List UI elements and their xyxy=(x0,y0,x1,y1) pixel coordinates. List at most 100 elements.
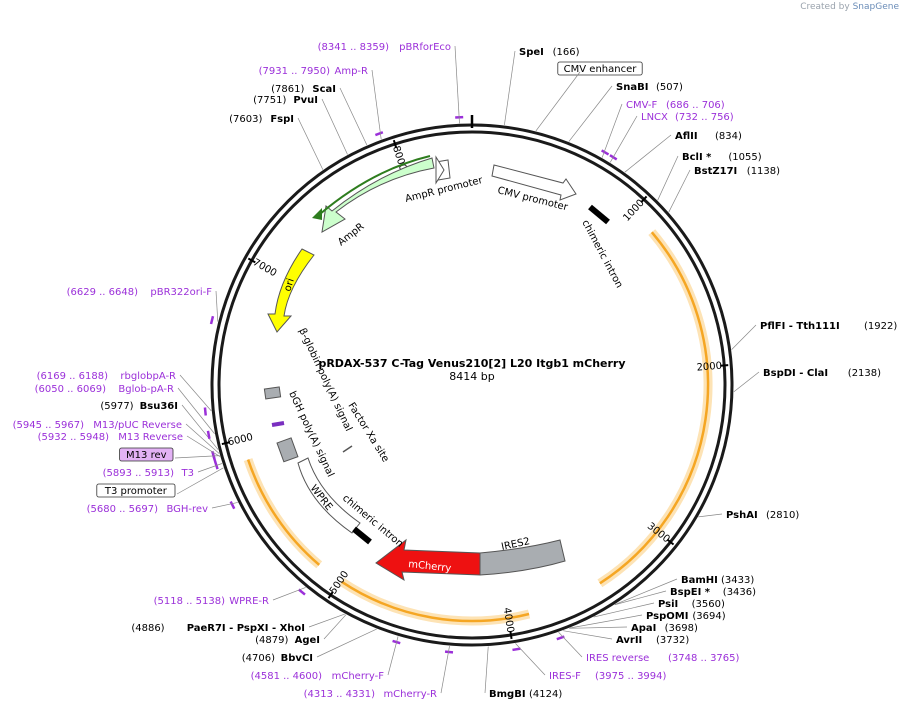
primer-name: T3 xyxy=(181,468,194,479)
label-leader xyxy=(733,371,760,393)
primer-bgh-rev[interactable]: BGH-rev(5680 .. 5697) xyxy=(87,500,236,515)
primer-name: BGH-rev xyxy=(166,504,208,515)
label-leader xyxy=(601,103,623,158)
primer-name: mCherry-F xyxy=(332,671,385,682)
primer-ires-f[interactable]: IRES-F(3975 .. 3994) xyxy=(512,647,667,682)
primer-range: (5118 .. 5138) xyxy=(154,596,226,607)
enzyme-site-agei[interactable]: AgeI(4879) xyxy=(255,635,320,646)
primer-name: pBRforEco xyxy=(399,42,451,53)
enzyme-site-fspi[interactable]: FspI(7603) xyxy=(229,114,294,125)
enzyme-site-paer7i-pspxi-xhoi[interactable]: PaeR7I - PspXI - XhoI(4886) xyxy=(131,623,305,634)
primer-bglob-pa-r[interactable]: Bglob-pA-R(6050 .. 6069) xyxy=(35,384,211,440)
ampr-label: AmpR xyxy=(336,221,366,248)
primer-mark xyxy=(444,650,454,654)
primer-t3[interactable]: T3 (5893 .. 5913) xyxy=(103,461,219,479)
label-leader xyxy=(668,169,691,213)
enzyme-position: (3433) xyxy=(721,575,754,586)
ori-feature xyxy=(267,248,315,333)
mcherry-label: mCherry xyxy=(408,559,452,574)
enzyme-position: (7751) xyxy=(253,95,286,106)
enzyme-site-bcli[interactable]: BclI * (1055) xyxy=(682,152,762,163)
enzyme-position: (4124) xyxy=(529,689,562,700)
feature-box-cmv-enhancer[interactable]: CMV enhancer xyxy=(557,61,643,76)
enzyme-site-bamhi[interactable]: BamHI(3433) xyxy=(681,575,754,586)
primer-rbglobpa-r[interactable]: rbglobpA-R(6169 .. 6188) xyxy=(37,371,207,416)
feature-box-m13-rev[interactable]: M13 rev xyxy=(119,447,174,462)
label-leader xyxy=(609,115,638,163)
enzyme-name: PshAI xyxy=(726,510,758,521)
tick-label-6000: 6000 xyxy=(227,432,254,449)
enzyme-site-apai[interactable]: ApaI(3698) xyxy=(631,623,698,634)
enzyme-site-snabi[interactable]: SnaBI(507) xyxy=(616,82,683,93)
enzyme-position: (4886) xyxy=(131,623,164,634)
primer-range: (5893 .. 5913) xyxy=(103,468,175,479)
label-leader xyxy=(387,636,399,676)
enzyme-name: SpeI xyxy=(519,47,544,58)
backbone-inner xyxy=(217,130,727,640)
primer-wpre-r[interactable]: WPRE-R(5118 .. 5138) xyxy=(154,588,306,607)
orf-arc-1 xyxy=(599,231,710,585)
primer-pbrforeco[interactable]: pBRforEco(8341 .. 8359) xyxy=(318,42,464,119)
primer-mark xyxy=(211,454,217,463)
enzyme-position: (1055) xyxy=(728,152,761,163)
primer-cmv-f[interactable]: CMV-F(686 .. 706) xyxy=(600,100,725,156)
label-leader xyxy=(308,613,345,628)
primer-name: Bglob-pA-R xyxy=(118,384,174,395)
label-leader xyxy=(504,50,516,126)
enzyme-site-pspomi[interactable]: PspOMI (3694) xyxy=(646,611,726,622)
primer-ires-reverse[interactable]: IRES reverse(3748 .. 3765) xyxy=(556,635,740,664)
enzyme-site-bbvci[interactable]: BbvCI(4706) xyxy=(242,653,313,664)
enzyme-site-bspdi-clai[interactable]: BspDI - ClaI(2138) xyxy=(763,368,881,379)
enzyme-site-pvui[interactable]: PvuI(7751) xyxy=(253,95,318,106)
enzyme-site-bmgbi[interactable]: BmgBI(4124) xyxy=(489,689,562,700)
label-leader xyxy=(339,87,368,146)
enzyme-name: PspOMI xyxy=(646,611,688,622)
ori-label: ori xyxy=(282,277,296,293)
enzyme-site-avrii[interactable]: AvrII(3732) xyxy=(616,635,689,646)
primer-pbr322ori-f[interactable]: pBR322ori-F(6629 .. 6648) xyxy=(67,287,215,325)
plasmid-name: pRDAX-537 C-Tag Venus210[2] L20 Itgb1 mC… xyxy=(318,357,625,370)
enzyme-site-scai[interactable]: ScaI(7861) xyxy=(271,84,336,95)
enzyme-site-spei[interactable]: SpeI(166) xyxy=(519,47,580,58)
label-leader xyxy=(211,502,238,509)
primer-mcherry-r[interactable]: mCherry-R(4313 .. 4331) xyxy=(304,650,454,700)
enzyme-site-aflii[interactable]: AflII(834) xyxy=(675,131,742,142)
label-leader xyxy=(185,423,220,454)
primer-name: pBR322ori-F xyxy=(150,287,212,298)
label-leader xyxy=(272,587,306,601)
enzyme-name: BclI * xyxy=(682,152,712,163)
primer-range: (5932 .. 5948) xyxy=(38,432,110,443)
enzyme-site-bstz17i[interactable]: BstZ17I(1138) xyxy=(694,166,780,177)
primer-name: M13/pUC Reverse xyxy=(93,420,182,431)
primer-name: CMV-F xyxy=(626,100,657,111)
wpre-feature xyxy=(297,457,361,534)
primer-amp-r[interactable]: Amp-R(7931 .. 7950) xyxy=(259,66,384,137)
label-leader xyxy=(624,134,672,173)
ires2-feature xyxy=(479,539,566,576)
enzyme-name: BspEI * xyxy=(670,587,711,598)
enzyme-position: (3694) xyxy=(692,611,725,622)
primer-name: M13 Reverse xyxy=(118,432,183,443)
label-leader xyxy=(297,117,324,170)
feature-box-label: M13 rev xyxy=(126,450,167,461)
tick-mark-7000 xyxy=(247,257,256,264)
label-leader xyxy=(558,632,583,658)
enzyme-site-psii[interactable]: PsiI(3560) xyxy=(658,599,725,610)
label-leader xyxy=(179,374,212,412)
enzyme-name: PsiI xyxy=(658,599,678,610)
enzyme-site-pshai[interactable]: PshAI(2810) xyxy=(726,510,799,521)
label-leader xyxy=(615,578,678,605)
label-leader xyxy=(593,602,655,618)
ampr-feature xyxy=(312,155,435,233)
enzyme-site-pflfi-tth111i[interactable]: PflFI - Tth111I(1922) xyxy=(760,321,897,332)
chimeric-intron-2-mark xyxy=(352,526,372,545)
enzyme-site-bsu36i[interactable]: Bsu36I(5977) xyxy=(100,401,178,412)
label-leader xyxy=(614,590,667,606)
chimeric-intron-label: chimeric intron xyxy=(579,218,624,290)
primer-range: (5945 .. 5967) xyxy=(13,420,85,431)
label-leader xyxy=(323,614,347,640)
label-leader xyxy=(215,290,219,322)
enzyme-site-bspei[interactable]: BspEI *(3436) xyxy=(670,587,756,598)
chimeric-intron-mark xyxy=(588,204,610,225)
feature-box-t3-promoter[interactable]: T3 promoter xyxy=(96,483,176,498)
